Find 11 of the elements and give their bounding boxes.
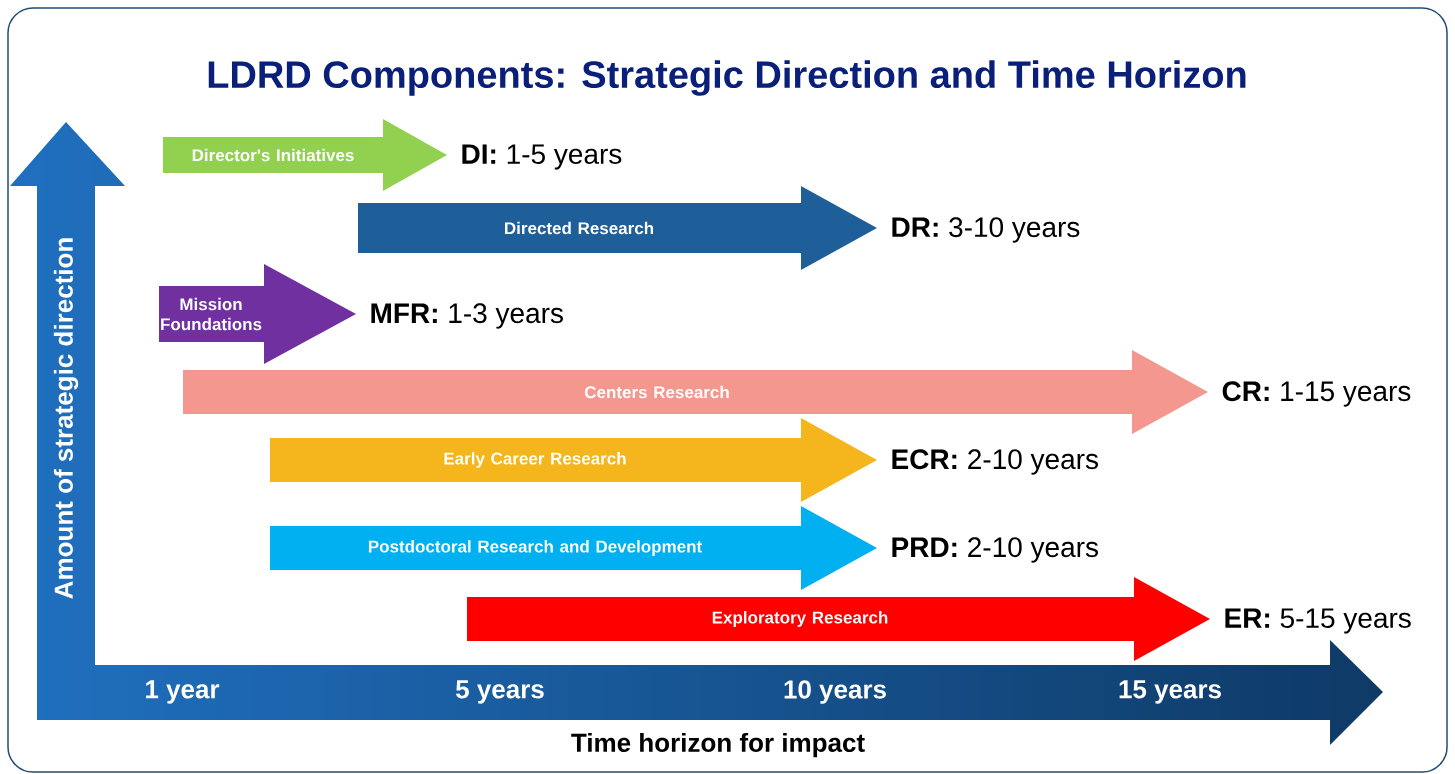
title: LDRD Components: Strategic Direction and Time Horizon [208, 60, 1246, 96]
duration-label: CR: 1-15 years [1222, 381, 1411, 407]
duration-label: PRD: 2-10 years [892, 537, 1098, 563]
duration-label: DI: 1-5 years [462, 144, 622, 170]
axis-label: Time horizon for impact [571, 732, 865, 758]
duration-label: ECR: 2-10 years [892, 449, 1098, 475]
duration-label: DR: 3-10 years [892, 217, 1080, 243]
axis-label: Amount of strategic direction [53, 238, 79, 599]
tick-label: 1 year [146, 680, 220, 704]
duration-label: ER: 5-15 years [1225, 608, 1411, 634]
duration-label: MFR: 1-3 years [371, 303, 563, 329]
